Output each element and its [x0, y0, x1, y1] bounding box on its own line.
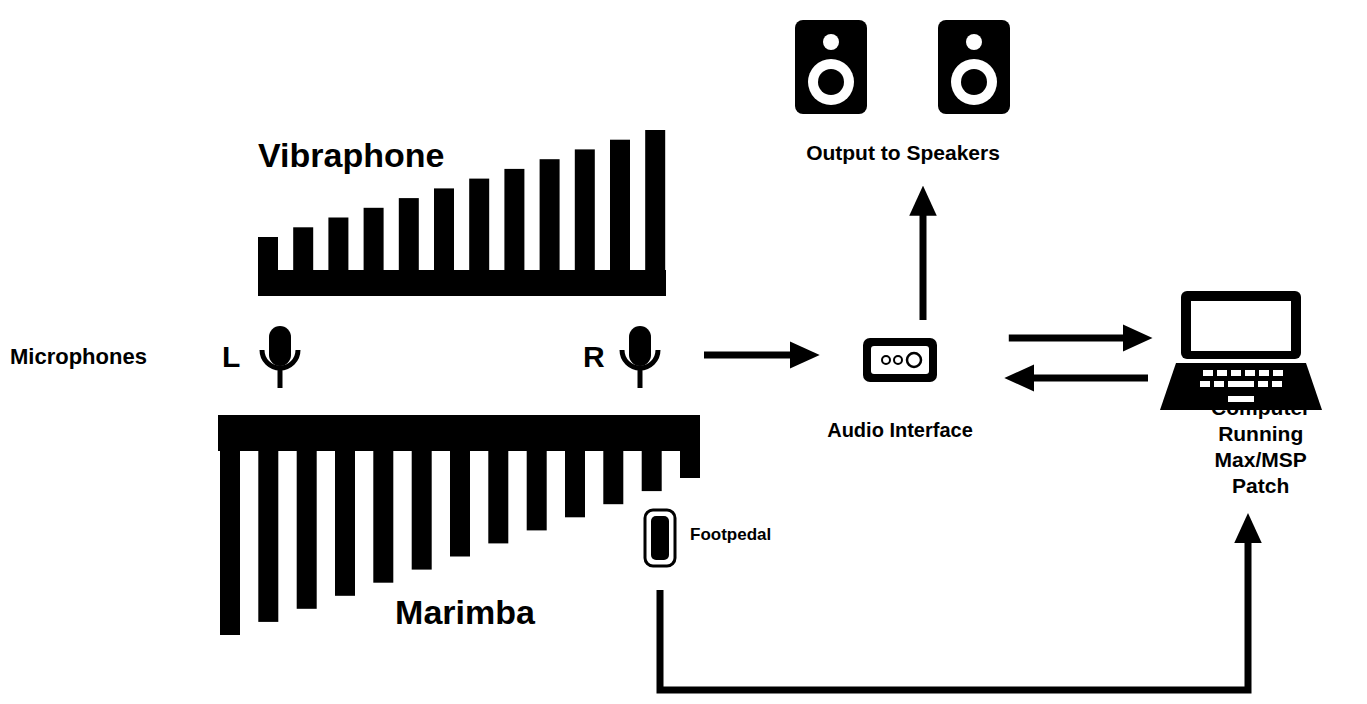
- speaker-woofer: [951, 59, 997, 105]
- footpedal-plate: [651, 516, 669, 560]
- vibraphone-bar: [258, 237, 278, 272]
- speaker-tweeter: [966, 34, 982, 50]
- diagram-node: Footpedal: [637, 502, 777, 574]
- signal-arrow: [920, 208, 927, 320]
- marimba-frame: [218, 415, 700, 451]
- laptop-key: [1228, 381, 1254, 387]
- vibraphone-bar: [504, 169, 524, 272]
- marimba-bar: [335, 449, 355, 596]
- marimba-bar: [680, 449, 700, 478]
- group-label: Microphones: [10, 343, 147, 371]
- signal-arrow: [1009, 335, 1130, 342]
- microphone-holder: [622, 350, 658, 368]
- node-label: Footpedal: [690, 524, 771, 545]
- marimba-bar: [565, 449, 585, 517]
- marimba-bar: [373, 449, 393, 583]
- vibraphone-bar: [610, 140, 630, 272]
- speaker-tweeter: [823, 34, 839, 50]
- laptop-screen: [1191, 301, 1291, 351]
- speaker-cone: [961, 69, 987, 95]
- node-label: R: [583, 338, 605, 376]
- marimba-bar: [642, 449, 662, 491]
- vibraphone-bar: [469, 179, 489, 272]
- vibraphone-bar: [364, 208, 384, 272]
- laptop-key: [1203, 370, 1213, 376]
- signal-arrow: [660, 536, 1248, 691]
- speaker-icon: [795, 20, 867, 114]
- interface-knob: [882, 356, 890, 364]
- node-label: Audio Interface: [827, 418, 973, 443]
- marimba-drawing: [218, 415, 700, 635]
- microphone-stem: [278, 368, 283, 388]
- laptop-key: [1200, 381, 1210, 387]
- laptop-key: [1217, 370, 1227, 376]
- node-label: Vibraphone: [258, 134, 444, 177]
- vibraphone-bar: [328, 218, 348, 273]
- vibraphone-bar: [434, 188, 454, 272]
- laptop-key: [1245, 370, 1255, 376]
- speaker-cabinet: [795, 20, 867, 114]
- laptop-key: [1259, 370, 1269, 376]
- vibraphone-bar: [540, 159, 560, 272]
- laptop-key: [1272, 381, 1282, 387]
- laptop-key: [1214, 381, 1224, 387]
- vibraphone-bar: [575, 149, 595, 272]
- audio-interface-icon: [863, 338, 937, 382]
- node-label: Marimba: [395, 591, 535, 634]
- marimba-bar: [527, 449, 547, 530]
- laptop-screen-frame: [1181, 291, 1301, 359]
- diagram-node: Vibraphone: [252, 122, 672, 302]
- interface-body: [863, 338, 937, 382]
- interface-panel: [871, 346, 929, 374]
- vibraphone-frame: [258, 270, 666, 296]
- node-label: L: [222, 338, 240, 376]
- signal-arrow: [1027, 375, 1148, 382]
- microphone-holder: [262, 350, 298, 368]
- vibraphone-bar: [645, 130, 665, 272]
- node-label: Output to Speakers: [806, 140, 1000, 166]
- marimba-bar: [220, 449, 240, 635]
- marimba-bar: [297, 449, 317, 609]
- microphone-capsule: [269, 326, 291, 366]
- laptop-key: [1273, 370, 1283, 376]
- microphone-stem: [638, 368, 643, 388]
- footpedal-icon: [645, 510, 675, 566]
- signal-arrow: [704, 352, 797, 359]
- laptop-key: [1231, 370, 1241, 376]
- marimba-bar: [258, 449, 278, 622]
- vibraphone-drawing: [258, 130, 666, 296]
- marimba-bar: [450, 449, 470, 557]
- diagram-node: R: [577, 320, 664, 396]
- footpedal-body: [645, 510, 675, 566]
- marimba-bar: [603, 449, 623, 504]
- speaker-cabinet: [938, 20, 1010, 114]
- laptop-key: [1258, 381, 1268, 387]
- speaker-woofer: [808, 59, 854, 105]
- diagram-node: Output to Speakers: [789, 14, 1016, 172]
- marimba-bar: [488, 449, 508, 543]
- microphone-icon: [622, 326, 658, 388]
- vibraphone-bar: [399, 198, 419, 272]
- vibraphone-bar: [293, 227, 313, 272]
- marimba-bar: [412, 449, 432, 570]
- laptop-icon: [1160, 291, 1322, 410]
- diagram-node: L: [216, 320, 304, 396]
- microphone-icon: [262, 326, 298, 388]
- interface-knob: [894, 356, 902, 364]
- diagram-node: Audio Interface: [821, 332, 979, 449]
- diagram-node: Marimba: [212, 409, 706, 643]
- speaker-cone: [818, 69, 844, 95]
- speaker-icon: [938, 20, 1010, 114]
- microphone-capsule: [629, 326, 651, 366]
- node-label: Computer Running Max/MSP Patch: [1193, 395, 1328, 500]
- interface-knob: [907, 353, 921, 367]
- diagram-node: Computer Running Max/MSP Patch: [1154, 285, 1328, 506]
